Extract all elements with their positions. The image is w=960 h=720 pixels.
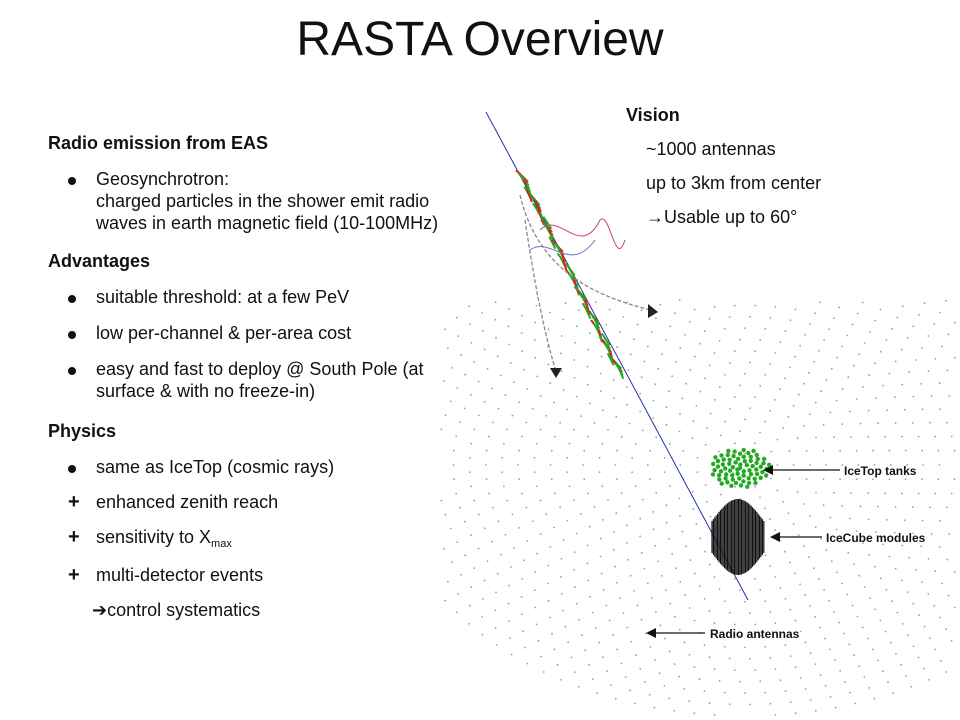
trajectory-2 (524, 219, 557, 373)
item-text: multi-detector events (96, 565, 264, 585)
arrowhead-icon (648, 304, 658, 318)
section-heading-advantages: Advantages (48, 251, 151, 271)
radio-waveform-2 (529, 239, 596, 256)
list-item: + sensitivity to Xmax (48, 526, 478, 555)
bullet-dot-icon (68, 358, 88, 380)
vision-item: →Usable up to 60° (646, 207, 798, 227)
item-text: same as IceTop (cosmic rays) (96, 457, 335, 477)
list-item: ➔control systematics (48, 599, 478, 621)
section-heading-vision: Vision (626, 105, 680, 125)
item-text: sensitivity to X (96, 527, 212, 547)
right-arrow-icon: ➔ (92, 600, 108, 620)
detector-diagram: IceTop tanks IceCube modules Radio anten… (440, 111, 956, 716)
list-item: low per-channel & per-area cost (48, 322, 478, 344)
item-text: low per-channel & per-area cost (96, 323, 352, 343)
item-text: suitable threshold: at a few PeV (96, 287, 350, 307)
label-radio-antennas: Radio antennas (710, 627, 800, 641)
item-text: easy and fast to deploy @ South Pole (at… (96, 359, 424, 401)
list-item: same as IceTop (cosmic rays) (48, 456, 478, 478)
radio-waveform-1 (539, 218, 626, 249)
arrowhead-icon (770, 532, 780, 542)
label-icetop-tanks: IceTop tanks (844, 464, 917, 478)
plus-icon: + (68, 491, 80, 513)
item-line: charged particles in the shower emit rad… (96, 191, 439, 233)
item-text: enhanced zenith reach (96, 492, 279, 512)
list-item: Geosynchrotron: charged particles in the… (48, 168, 478, 234)
arrowhead-icon (550, 368, 562, 378)
bullet-dot-icon (68, 456, 88, 478)
plus-icon: + (68, 526, 80, 548)
item-line: Geosynchrotron: (96, 169, 230, 189)
section-heading-physics: Physics (48, 421, 117, 441)
arrow-icon: → (646, 207, 664, 227)
vision-block: Vision ~1000 antennas up to 3km from cen… (626, 104, 821, 228)
plus-icon: + (68, 564, 80, 586)
bullet-dot-icon (68, 168, 88, 190)
list-item: + enhanced zenith reach (48, 491, 478, 513)
section-heading-radio: Radio emission from EAS (48, 133, 269, 153)
bullet-dot-icon (68, 286, 88, 308)
slide-title: RASTA Overview (296, 13, 664, 66)
xmax-subscript: max (211, 538, 232, 550)
vision-item: ~1000 antennas (646, 139, 776, 159)
arrowhead-icon (763, 465, 773, 475)
arrowhead-icon (646, 628, 656, 638)
vision-item: up to 3km from center (646, 173, 822, 193)
icecube-modules (711, 499, 765, 575)
list-item: + multi-detector events (48, 564, 478, 586)
antenna-grid (440, 299, 956, 716)
list-item: suitable threshold: at a few PeV (48, 286, 478, 308)
bullet-dot-icon (68, 322, 88, 344)
left-column: Radio emission from EAS Geosynchrotron: … (48, 132, 478, 621)
shower-axis (485, 111, 749, 601)
list-item: easy and fast to deploy @ South Pole (at… (48, 358, 478, 402)
icetop-tanks (710, 447, 772, 489)
item-text: control systematics (107, 600, 261, 620)
label-icecube-modules: IceCube modules (826, 531, 926, 545)
air-shower (515, 169, 625, 380)
